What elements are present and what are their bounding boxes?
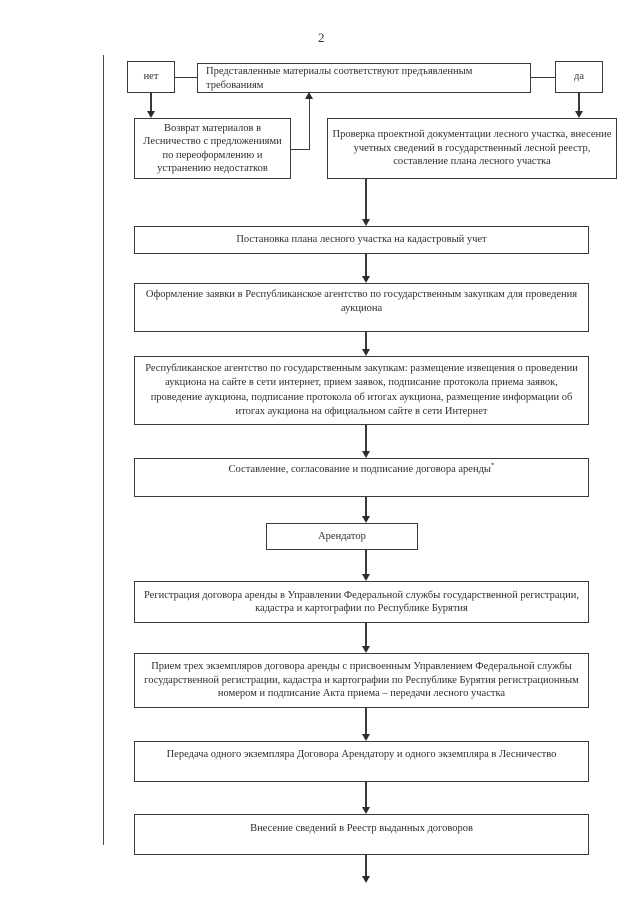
flow-label-yes: да xyxy=(555,61,603,93)
flow-node-procurement-agency: Республиканское агентство по государстве… xyxy=(134,356,589,425)
flow-node-rosreestr-registration: Регистрация договора аренды в Управлении… xyxy=(134,581,589,623)
connector-decision-to-no xyxy=(175,77,197,79)
lease-contract-label: Составление, согласование и подписание д… xyxy=(228,464,491,475)
flow-node-lease-contract: Составление, согласование и подписание д… xyxy=(134,458,589,497)
flow-node-decision: Представленные материалы соответствуют п… xyxy=(197,63,531,93)
flow-node-contract-acceptance: Прием трех экземпляров договора аренды с… xyxy=(134,653,589,708)
footnote-mark: * xyxy=(490,461,495,470)
connector-decision-to-yes xyxy=(531,77,555,79)
flow-node-return-materials: Возврат материалов в Лесничество с предл… xyxy=(134,118,291,179)
connector-return-feedback xyxy=(291,149,310,151)
flow-node-cadastre-registration: Постановка плана лесного участка на када… xyxy=(134,226,589,254)
flow-node-tenant: Арендатор xyxy=(266,523,418,550)
page-number: 2 xyxy=(318,30,325,45)
lease-contract-text: Составление, согласование и подписание д… xyxy=(228,461,495,477)
flow-node-check-documentation: Проверка проектной документации лесного … xyxy=(327,118,617,179)
flow-node-registry-entry: Внесение сведений в Реестр выданных дого… xyxy=(134,814,589,855)
flow-node-auction-application: Оформление заявки в Республиканское аген… xyxy=(134,283,589,332)
flow-node-contract-transfer: Передача одного экземпляра Договора Арен… xyxy=(134,741,589,782)
left-margin-rule xyxy=(103,55,105,845)
flow-label-no: нет xyxy=(127,61,175,93)
